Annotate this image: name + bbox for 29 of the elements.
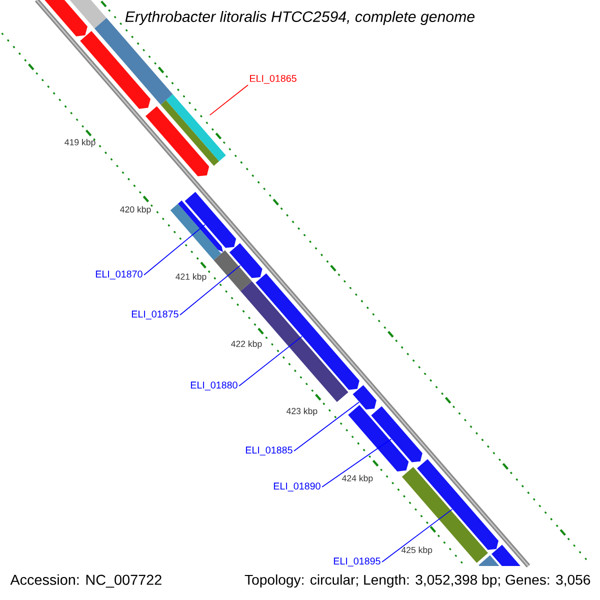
scale-label: 421 kbp [176,273,206,282]
leader-line [209,84,248,116]
title: Erythrobacter litoralis HTCC2594, complete genome [125,10,474,26]
footer-text: Accession: NC_007722 [10,574,162,588]
gene-label: ELI_01890 [274,482,320,492]
leader-line [382,508,453,562]
gene-segment [184,192,236,248]
scale-label: 420 kbp [120,206,151,214]
gene-label: ELI_01885 [246,446,292,456]
scale-label: 422 kbp [231,340,262,349]
leader-line [294,402,360,452]
scale-label: 423 kbp [286,408,318,416]
gene-label: ELI_01870 [96,270,142,280]
leader-line [322,438,392,488]
gene-label: ELI_01880 [190,382,238,390]
leader-line [144,224,206,276]
gene-label: ELI_01895 [334,558,380,566]
gene-segment [371,406,422,462]
gene-segment [229,243,262,278]
gene-label: ELI_01865 [250,74,296,84]
gene-label: ELI_01875 [132,310,178,320]
leader-line [180,264,241,316]
scale-label: 424 kbp [342,474,373,484]
gene-segment [352,385,376,410]
gene-segment [145,106,210,176]
footer-text: Topology: circular; Length: 3,052,398 bp; Genes: 3,056 [244,574,590,588]
leader-line [238,336,302,386]
scale-label: 425 kbp [401,546,432,555]
scale-label: 419 kbp [64,138,96,148]
